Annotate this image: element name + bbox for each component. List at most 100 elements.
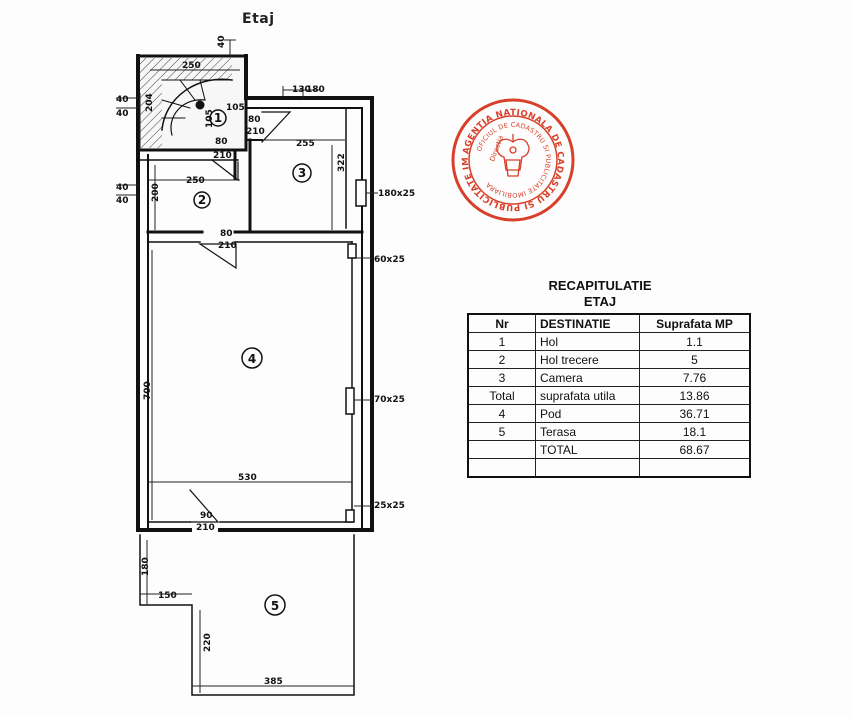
- cell-nr: 4: [467, 404, 536, 423]
- floor-plan-title: Etaj: [242, 11, 275, 27]
- cell-destinatie: Hol: [535, 332, 640, 351]
- dim-200: 200: [151, 183, 161, 202]
- dim-70x25: 70x25: [374, 395, 405, 405]
- cell-suprafata: 13.86: [639, 386, 751, 405]
- dim-385: 385: [264, 677, 283, 687]
- room-marker-3: [292, 163, 312, 183]
- dim-25x25: 25x25: [374, 501, 405, 511]
- room-marker-1: [209, 109, 227, 127]
- dim-530: 530: [238, 473, 257, 483]
- cell-nr: [467, 440, 536, 459]
- table-row: TOTAL 68.67: [467, 440, 751, 459]
- dim-180-top: 180: [306, 85, 325, 95]
- table-row: Total suprafata utila 13.86: [467, 386, 751, 405]
- room-labels: 1 2 3 4 5: [198, 111, 306, 613]
- dim-210-mid: 210: [213, 151, 232, 161]
- stair-hatch-top: [162, 58, 232, 80]
- dim-80-top: 80: [248, 115, 261, 125]
- recap-subtitle: ETAJ: [583, 294, 617, 309]
- dim-80-mid: 80: [215, 137, 228, 147]
- header-suprafata: Suprafata MP: [639, 313, 751, 333]
- room-label-5: 5: [271, 599, 279, 613]
- svg-text:AGENTIA NATIONALA DE CADASTRU: AGENTIA NATIONALA DE CADASTRU SI PUBLICI…: [0, 0, 565, 212]
- cell-suprafata: [639, 458, 751, 478]
- dim-105: 105: [226, 103, 245, 113]
- room-label-3: 3: [298, 166, 306, 180]
- dim-40-left-b: 40: [116, 109, 129, 119]
- cadastre-stamp: AGENTIA NATIONALA DE CADASTRU SI PUBLICI…: [0, 0, 575, 222]
- stamp-inner-ring: [468, 115, 558, 205]
- recap-header-row: Nr DESTINATIE Suprafata MP: [467, 313, 751, 333]
- dim-60x25: 60x25: [374, 255, 405, 265]
- door-swing-low: [198, 243, 237, 270]
- dim-210-door: 210: [196, 523, 215, 533]
- table-row: 1 Hol 1.1: [467, 332, 751, 351]
- dim-150: 150: [158, 591, 177, 601]
- dim-40-left-c: 40: [116, 183, 129, 193]
- room-marker-5: [264, 594, 286, 616]
- cell-suprafata: 1.1: [639, 332, 751, 351]
- cell-destinatie: [535, 458, 640, 478]
- door-swing-bottom: [189, 489, 220, 523]
- recap-table: Nr DESTINATIE Suprafata MP 1 Hol 1.1 2 H…: [467, 313, 751, 478]
- room-markers: [193, 109, 312, 616]
- walls: [136, 54, 374, 696]
- dim-322: 322: [337, 153, 347, 172]
- window-25x25: [345, 509, 355, 523]
- dim-105-v: 105: [205, 109, 215, 128]
- header-nr: Nr: [467, 313, 536, 333]
- dim-700: 700: [143, 381, 153, 400]
- dim-40-top-a: 40: [217, 35, 227, 48]
- room-label-2: 2: [198, 193, 206, 207]
- cell-destinatie: Hol trecere: [535, 350, 640, 369]
- door-swing-top: [261, 111, 292, 143]
- dim-90: 90: [200, 511, 213, 521]
- dim-80-low: 80: [220, 229, 233, 239]
- window-180x25: [355, 179, 367, 207]
- table-row: 3 Camera 7.76: [467, 368, 751, 387]
- dimension-labels: 40 250 40 40 204 105 105 80 210 130 180 …: [116, 35, 415, 687]
- dim-40-left-d: 40: [116, 196, 129, 206]
- dim-210-top: 210: [246, 127, 265, 137]
- stair-hatch-left: [140, 58, 162, 148]
- cell-nr: 5: [467, 422, 536, 441]
- stamp-outer-ring: [451, 98, 575, 222]
- cell-suprafata: 18.1: [639, 422, 751, 441]
- window-60x25: [347, 243, 357, 259]
- cell-destinatie: suprafata utila: [535, 386, 640, 405]
- dim-250-stair: 250: [182, 61, 201, 71]
- stair-spiral: [161, 78, 233, 131]
- room-label-4: 4: [248, 352, 256, 366]
- dim-180x25: 180x25: [378, 189, 415, 199]
- stair-core: [195, 100, 205, 110]
- table-row: 4 Pod 36.71: [467, 404, 751, 423]
- recap-title: RECAPITULATIE: [548, 278, 652, 293]
- dim-130: 130: [292, 85, 311, 95]
- terrace-outline: [139, 534, 355, 696]
- cell-suprafata: 5: [639, 350, 751, 369]
- cell-nr: [467, 458, 536, 478]
- header-destinatie: DESTINATIE: [535, 313, 640, 333]
- cell-destinatie: TOTAL: [535, 440, 640, 459]
- window-70x25: [345, 387, 355, 415]
- cell-destinatie: Camera: [535, 368, 640, 387]
- coat-of-arms-icon: [496, 134, 530, 177]
- dim-210-low: 210: [218, 241, 237, 251]
- room-marker-2: [193, 191, 211, 209]
- room-marker-4: [241, 347, 263, 369]
- dim-180-terrace: 180: [141, 557, 151, 576]
- room-label-1: 1: [214, 111, 222, 125]
- dim-255: 255: [296, 139, 315, 149]
- cell-destinatie: Terasa: [535, 422, 640, 441]
- cell-nr: 3: [467, 368, 536, 387]
- cell-destinatie: Pod: [535, 404, 640, 423]
- stamp-text-outer: AGENTIA NATIONALA DE CADASTRU SI PUBLICI…: [0, 0, 565, 212]
- table-row: 5 Terasa 18.1: [467, 422, 751, 441]
- cell-nr: 1: [467, 332, 536, 351]
- dimension-lines: [116, 39, 378, 693]
- outer-wall-top-right: [244, 54, 374, 532]
- table-row: 2 Hol trecere 5: [467, 350, 751, 369]
- cell-suprafata: 7.76: [639, 368, 751, 387]
